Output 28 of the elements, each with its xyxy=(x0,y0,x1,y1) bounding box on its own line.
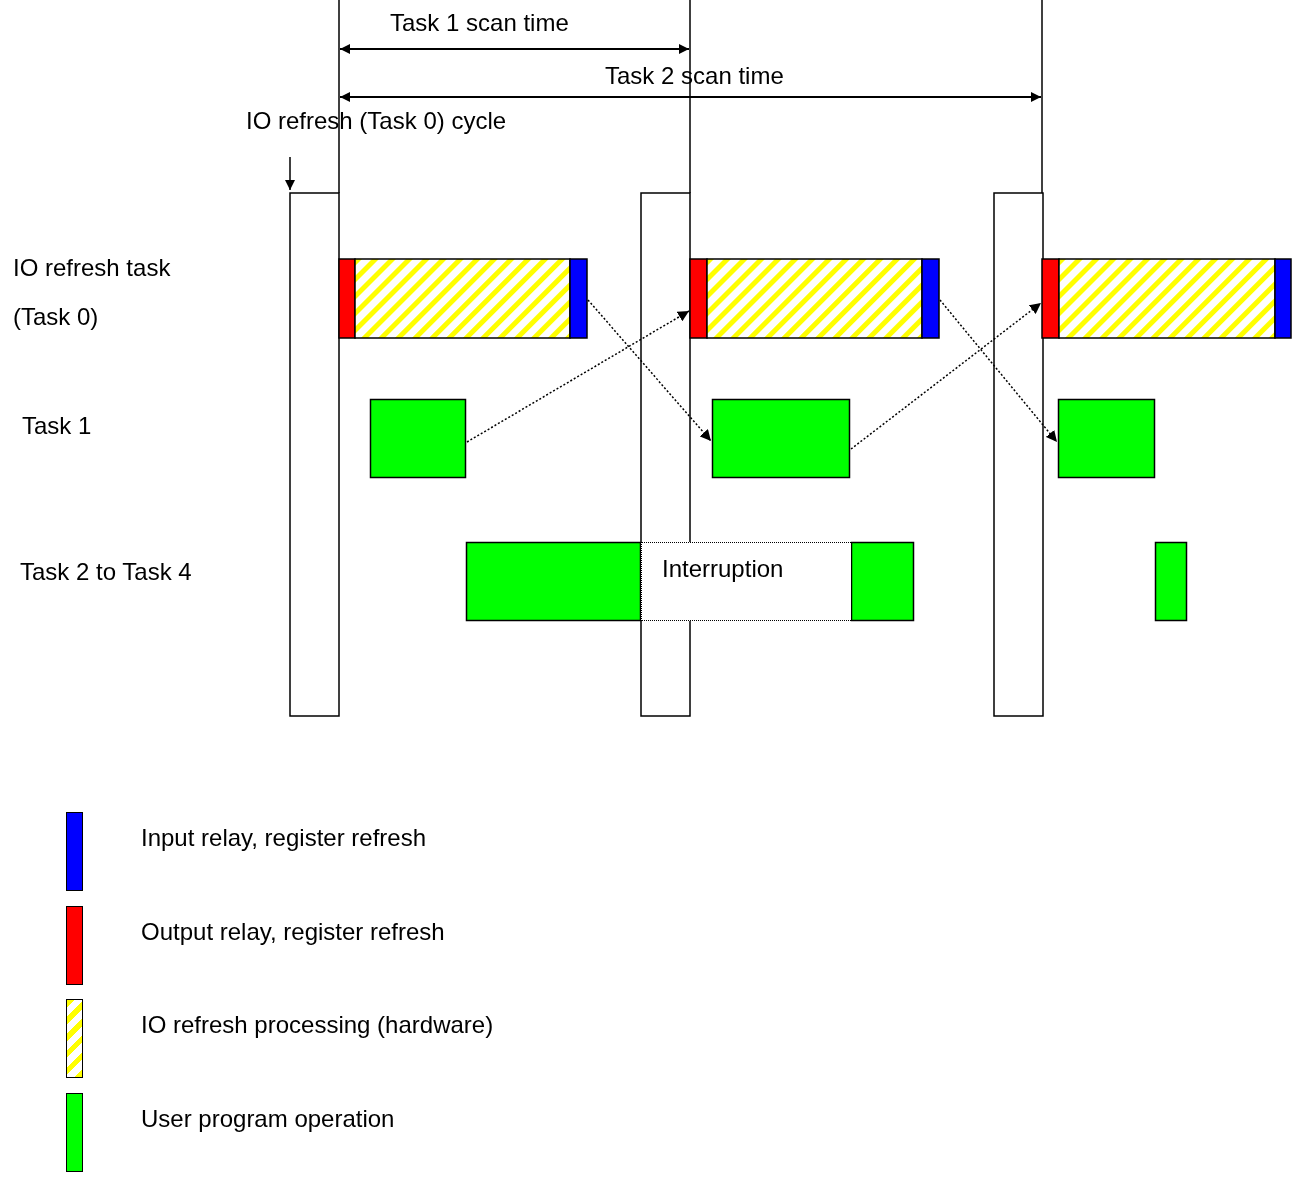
legend-label: IO refresh processing (hardware) xyxy=(141,1011,494,1039)
io-refresh-bar xyxy=(707,259,922,338)
io-refresh-bar xyxy=(1059,259,1275,338)
input-refresh-bar xyxy=(570,259,587,338)
dotted-arrow xyxy=(850,302,1042,450)
interruption-box xyxy=(641,542,851,621)
dimension-label: Task 1 scan time xyxy=(390,9,569,37)
row-label: (Task 0) xyxy=(13,303,99,331)
legend-label: Output relay, register refresh xyxy=(141,917,445,946)
input-refresh-bar xyxy=(922,259,939,338)
program-block xyxy=(466,542,641,621)
row-label: Task 1 xyxy=(22,412,92,440)
dotted-arrow xyxy=(587,299,712,442)
dotted-arrow xyxy=(939,299,1058,443)
input-refresh-bar xyxy=(1275,259,1291,338)
legend-label: User program operation xyxy=(141,1104,395,1133)
program-block xyxy=(1058,399,1155,478)
box-label: Interruption xyxy=(662,555,784,583)
row-label: Task 2 to Task 4 xyxy=(20,558,192,586)
output-refresh-bar xyxy=(339,259,355,338)
dotted-arrow xyxy=(466,310,690,443)
program-block xyxy=(712,399,850,478)
io-refresh-bar xyxy=(355,259,570,338)
row-label: IO refresh task xyxy=(13,254,171,282)
legend-label: Input relay, register refresh xyxy=(141,824,426,852)
program-block xyxy=(1155,542,1187,621)
program-block xyxy=(851,542,914,621)
program-block xyxy=(370,399,466,478)
